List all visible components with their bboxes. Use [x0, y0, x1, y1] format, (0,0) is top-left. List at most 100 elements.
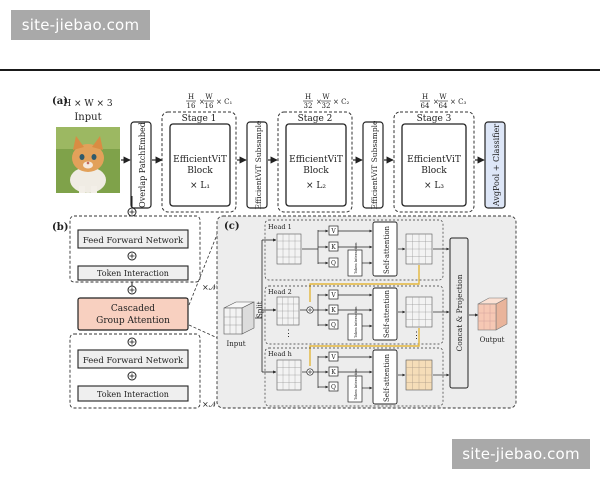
head-2-label: Head 2	[268, 288, 292, 296]
subsample-1-box	[246, 121, 268, 209]
stage-1-container	[161, 111, 237, 213]
stage-2-block-line2: Block	[303, 166, 329, 176]
cascade-connector-2	[309, 328, 420, 366]
stage-3-w-numerator: W	[439, 93, 447, 101]
concat-projection-label: Concat & Projection	[455, 274, 464, 351]
input-dims: H × W × 3	[63, 99, 113, 109]
stage-3-container	[393, 111, 475, 213]
lower-ffn-group: Feed Forward Network Token Interaction ×…	[69, 333, 218, 409]
svg-text:Token Interaction: Token Interaction	[354, 368, 358, 400]
stage-2-h-denominator: 32	[304, 102, 313, 110]
watermark-bottom: site-jiebao.com	[452, 439, 590, 469]
head-2-container	[264, 285, 444, 345]
token-interaction-box-top	[77, 265, 189, 281]
stage-3-w-denominator: 64	[439, 102, 448, 110]
stage-2-repeat: × L₂	[306, 181, 326, 191]
cat-photo-icon	[56, 127, 120, 193]
stage-1-h-numerator: H	[188, 93, 194, 101]
subsample-2-box	[362, 121, 384, 209]
stage-1-block-line1: EfficientViT	[173, 155, 227, 165]
head-1-label: Head 1	[268, 223, 292, 231]
stage-2-w-numerator: W	[322, 93, 330, 101]
stage-3-block-line2: Block	[421, 166, 447, 176]
svg-text:Token Interaction: Token Interaction	[354, 306, 358, 338]
head-2: Head 2 ⋮ V K Q Token Interaction	[264, 285, 444, 345]
stage-3-block	[401, 123, 467, 207]
ffn-dashed-container-top	[69, 215, 201, 283]
head-1: Head 1 V K Q Token Interaction Self-atte…	[264, 219, 444, 281]
panel-b-label: (b)	[52, 222, 68, 233]
watermark-top: site-jiebao.com	[11, 10, 150, 40]
stage-2-block-line1: EfficientViT	[289, 155, 343, 165]
output-label: Output	[480, 336, 505, 344]
ffn-label-bottom: Feed Forward Network	[83, 356, 184, 366]
token-interaction-label-top: Token Interaction	[97, 269, 169, 278]
stage-1-dims-tail: × C₁	[216, 98, 232, 106]
ffn-box-bottom	[77, 349, 189, 369]
panel-c-input-label: Input	[226, 340, 245, 348]
panel-a-label: (a)	[52, 96, 68, 107]
stage-1-block-line2: Block	[187, 166, 213, 176]
cascade-connector-1	[309, 265, 420, 302]
head-2-q: Q	[331, 322, 336, 329]
times-n-top: ×𝒩	[202, 283, 218, 292]
token-interaction-box-bottom	[77, 385, 189, 402]
cga-label-line2: Group Attention	[96, 316, 170, 326]
stage-3-h-numerator: H	[422, 93, 428, 101]
token-grid-icon	[405, 359, 433, 391]
head-2-k: K	[331, 307, 336, 314]
token-grid-icon	[276, 233, 302, 265]
stage-2-container	[277, 111, 353, 213]
head-1-v: V	[330, 228, 336, 235]
token-grid-icon	[276, 359, 302, 391]
zoom-line-bottom	[188, 324, 223, 341]
stage-3-repeat: × L₃	[424, 181, 444, 191]
token-grid-icon	[405, 233, 433, 265]
head-1-self-attention-label: Self-attention	[383, 225, 391, 274]
head-h: Head h V K Q Token Interaction Self-	[264, 347, 444, 407]
times-n-bottom: ×𝒩	[202, 400, 218, 409]
upper-ffn-group: Feed Forward Network Token Interaction ×…	[69, 196, 218, 292]
head-h-k: K	[331, 369, 336, 376]
stage-3-dims-tail: × C₃	[450, 98, 466, 106]
token-grid-icon	[276, 296, 300, 326]
head-h-self-attention-label: Self-attention	[383, 353, 391, 402]
svg-text:Token Interaction: Token Interaction	[354, 242, 358, 274]
stage-1-title: Stage 1	[182, 114, 217, 124]
stage-1-h-denominator: 16	[187, 102, 196, 110]
stage-1-w-denominator: 16	[205, 102, 214, 110]
stage-3-title: Stage 3	[417, 114, 452, 124]
svg-text:×: ×	[433, 98, 439, 106]
head-h-token-interaction	[347, 375, 363, 403]
head-1-q: Q	[331, 260, 336, 267]
head-h-self-attention-box	[372, 349, 398, 405]
token-interaction-label-bottom: Token Interaction	[97, 390, 169, 399]
output-cube-icon	[477, 297, 508, 331]
svg-text:×: ×	[316, 98, 322, 106]
overlap-patchembed-label: Overlap PatchEmbed	[138, 122, 147, 208]
stage-3: H 64 × W 64 × C₃ Stage 3 EfficientViT Bl…	[393, 93, 475, 213]
head-2-v: V	[330, 292, 336, 299]
ffn-dashed-container-bottom	[69, 333, 201, 409]
input-label: Input	[74, 112, 101, 123]
classifier-box	[484, 121, 506, 209]
stage-1-block	[169, 123, 231, 207]
input-cube-icon	[223, 301, 255, 335]
stage-3-block-line1: EfficientViT	[407, 155, 461, 165]
head-h-container	[264, 347, 444, 407]
concat-projection-box	[449, 237, 469, 389]
split-label: Split	[256, 301, 264, 318]
head-h-label: Head h	[268, 350, 292, 358]
stage-2: H 32 × W 32 × C₂ Stage 2 EfficientViT Bl…	[277, 93, 353, 213]
head-2-self-attention-label: Self-attention	[383, 289, 391, 338]
ffn-box-top	[77, 229, 189, 249]
divider-line	[0, 69, 600, 71]
stage-1-repeat: × L₁	[190, 181, 210, 191]
panel-c-label: (c)	[224, 221, 240, 232]
cga-label-line1: Cascaded	[111, 304, 155, 314]
stage-3-h-denominator: 64	[421, 102, 430, 110]
stage-2-w-denominator: 32	[322, 102, 331, 110]
subsample-2-label: EfficientViT Subsample	[370, 120, 379, 210]
stage-2-title: Stage 2	[298, 114, 333, 124]
